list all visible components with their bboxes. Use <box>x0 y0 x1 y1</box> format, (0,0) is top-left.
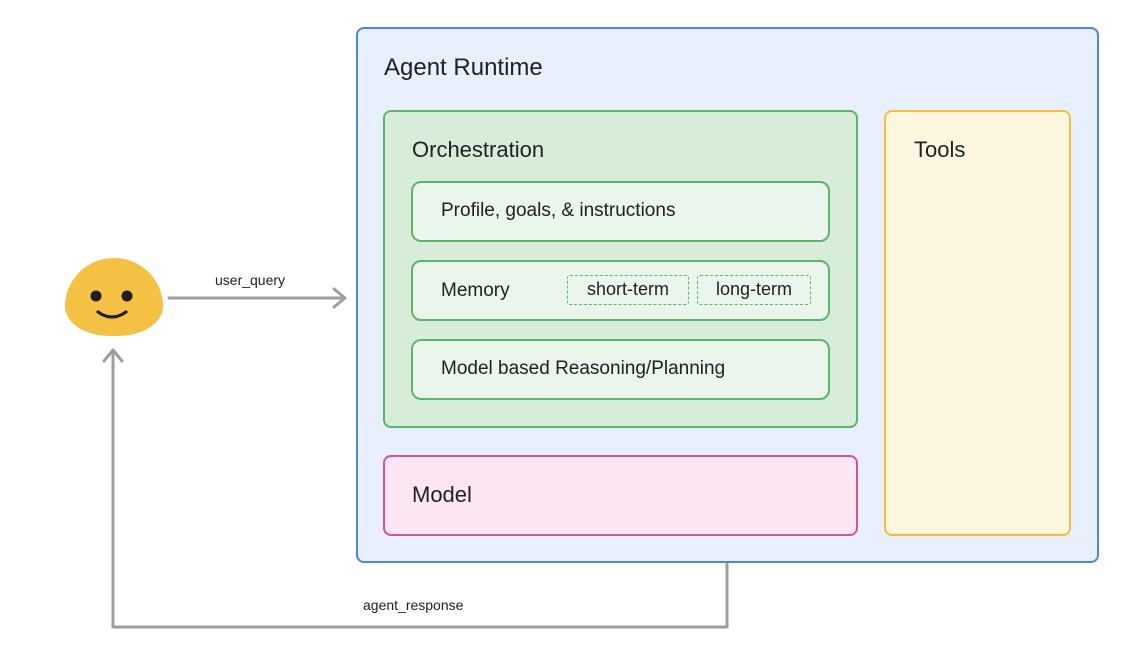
agent-response-arrow <box>102 348 729 629</box>
memory-box <box>411 260 830 321</box>
reasoning-planning-box <box>411 339 830 400</box>
tools-box <box>884 110 1071 536</box>
model-box <box>383 455 858 536</box>
profile-goals-box <box>411 181 830 242</box>
reasoning-planning-label: Model based Reasoning/Planning <box>441 358 726 379</box>
tools-label: Tools <box>914 137 966 162</box>
orchestration-title: Orchestration <box>412 137 545 162</box>
model-label: Model <box>412 482 472 507</box>
profile-goals-label: Profile, goals, & instructions <box>441 200 676 221</box>
short-term-memory-tag: short-term <box>567 275 689 305</box>
long-term-memory-tag: long-term <box>697 275 811 305</box>
smiley-face-icon <box>90 290 133 319</box>
agent-runtime-title: Agent Runtime <box>384 54 543 81</box>
memory-label: Memory <box>441 280 510 301</box>
agent-response-label: agent_response <box>363 597 464 613</box>
user-smiley-icon <box>65 258 163 336</box>
user-query-arrow <box>167 287 347 309</box>
user-query-label: user_query <box>215 272 286 288</box>
